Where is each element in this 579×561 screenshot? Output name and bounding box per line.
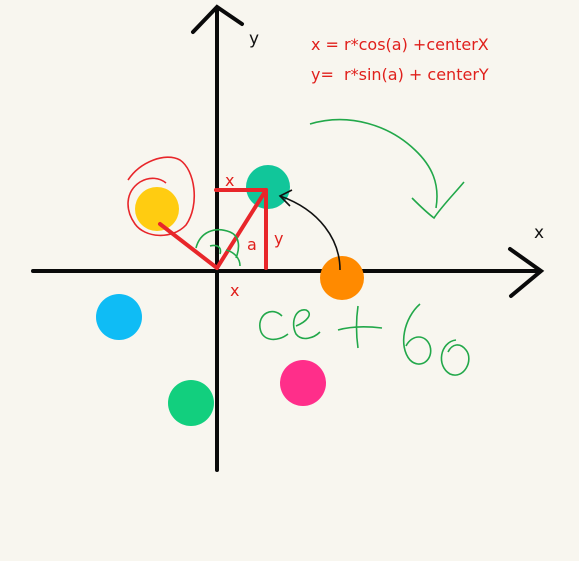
triangle-bottom-label: x [230, 281, 239, 300]
dot-teal [246, 165, 290, 209]
scribble-e [292, 309, 321, 340]
red-triangle [158, 188, 268, 270]
triangle-top-label: x [225, 171, 234, 190]
dot-pink [280, 360, 326, 406]
green-angle-arcs [195, 228, 241, 267]
y-axis-arrowhead [191, 4, 244, 34]
scribble-c [259, 310, 289, 341]
black-curved-arrow [279, 195, 341, 271]
green-arrowhead [411, 181, 465, 220]
dot-blue [96, 294, 142, 340]
dot-green [168, 380, 214, 426]
x-axis-label: x [534, 223, 544, 243]
green-handwritten-annotation [259, 303, 470, 376]
formula-y: y= r*sin(a) + centerY [311, 65, 489, 84]
scribble-6 [402, 303, 432, 365]
triangle-angle-label: a [247, 235, 257, 254]
triangle-side-label: y [274, 229, 283, 248]
y-axis-label: y [249, 29, 259, 49]
x-axis-arrowhead [508, 247, 545, 298]
red-scribble-circle [127, 156, 195, 237]
scribble-plus-h [337, 325, 383, 331]
scribble-0 [440, 339, 470, 376]
dot-yellow [135, 187, 179, 231]
formula-x: x = r*cos(a) +centerX [311, 35, 489, 54]
triangle-hypotenuse [215, 188, 268, 270]
green-curved-arrow [309, 118, 438, 209]
axes [31, 4, 545, 472]
dot-orange [320, 256, 364, 300]
triangle-left-hyp [158, 222, 219, 270]
black-arrowhead [278, 189, 293, 207]
